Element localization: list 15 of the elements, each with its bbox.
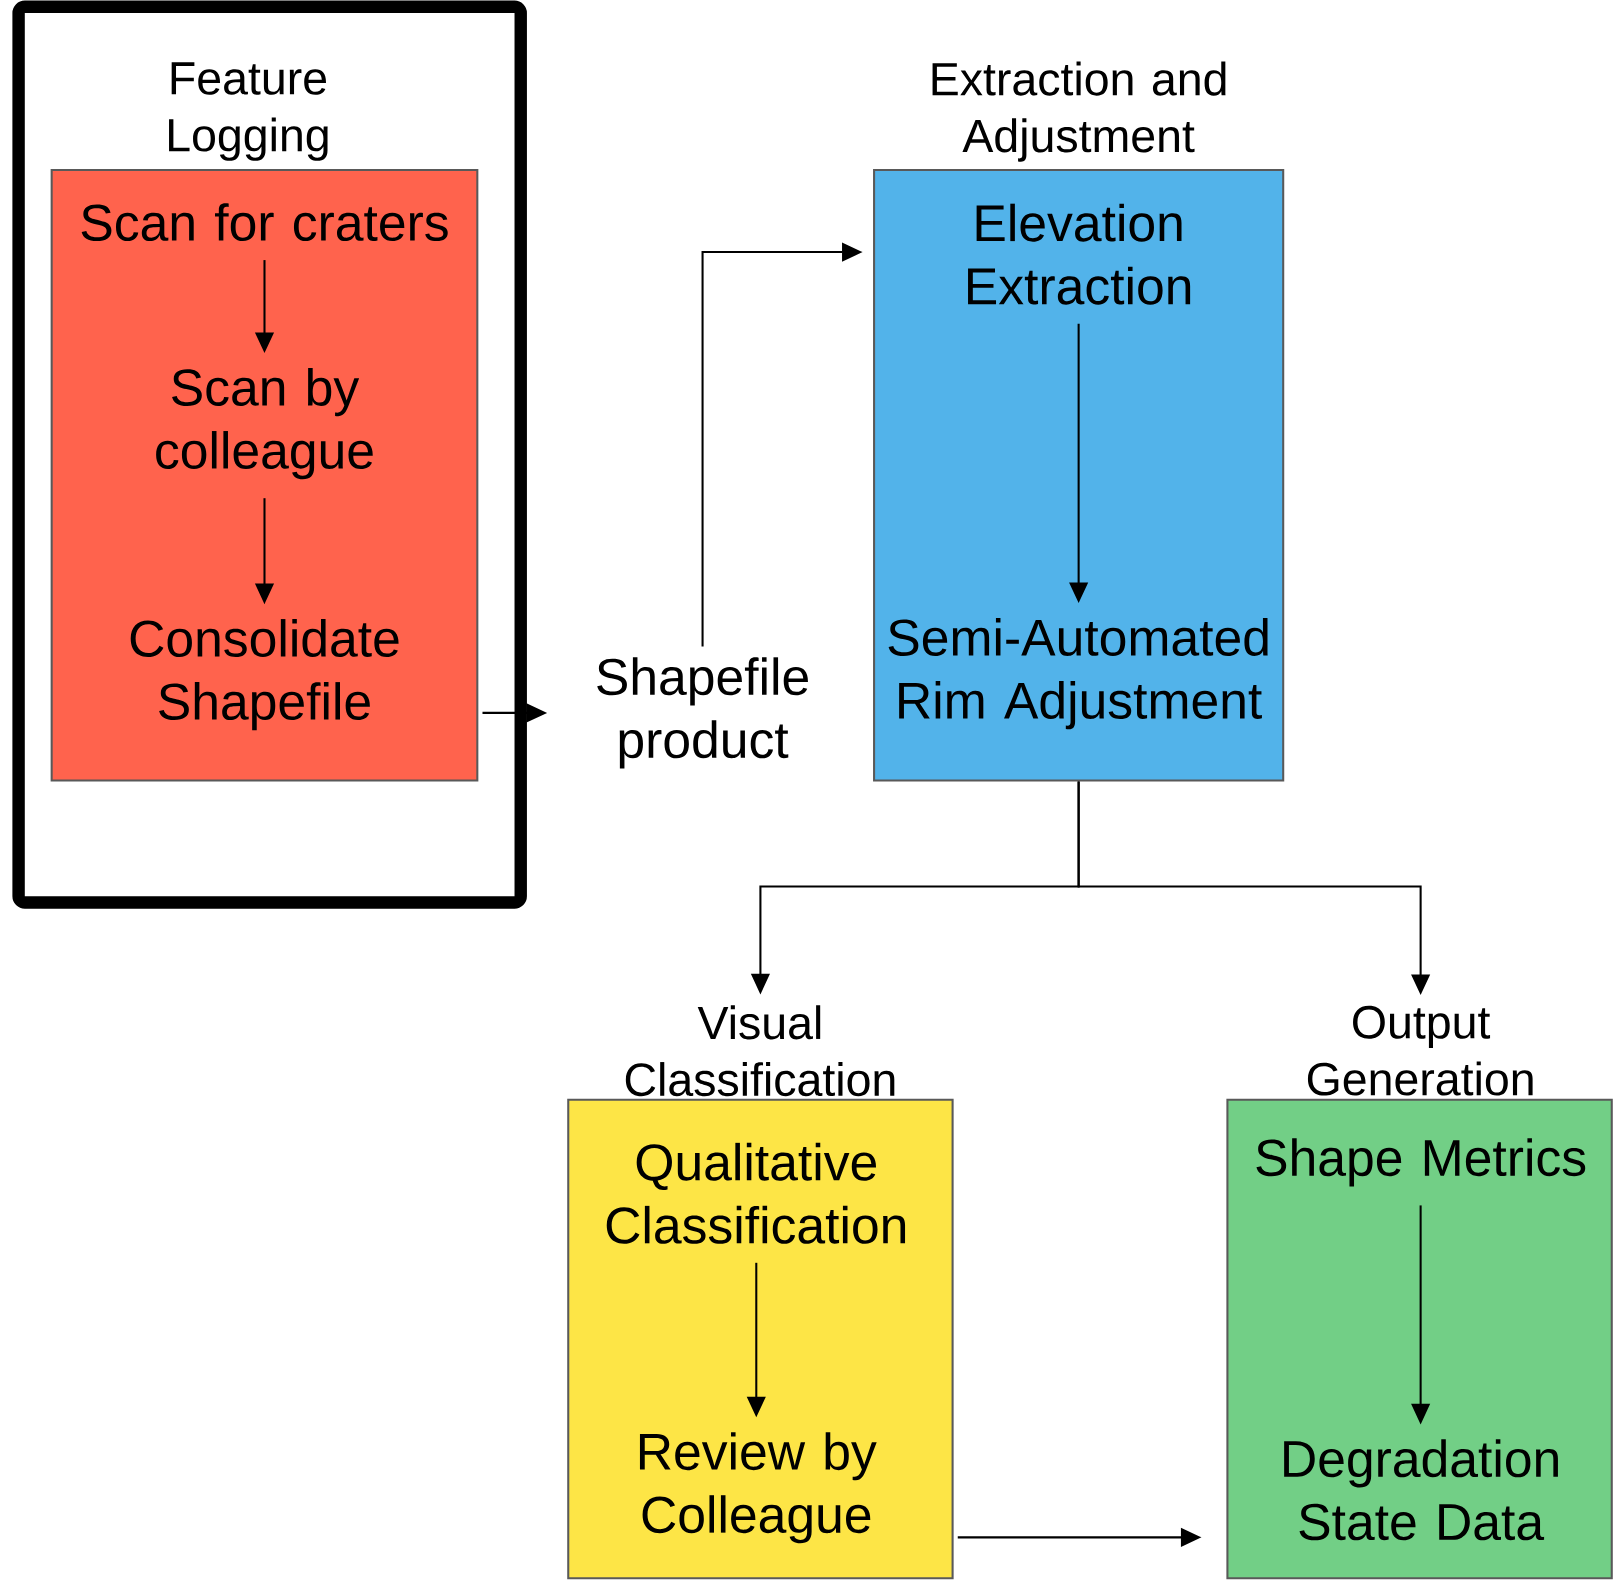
step-text: Scan by colleague	[156, 368, 373, 480]
step-text: Shape Metrics	[1256, 1138, 1586, 1187]
node-label: Extraction and Adjustment	[932, 61, 1226, 162]
step-text: Degradation State Data	[1284, 1439, 1558, 1541]
frame-box	[12, 0, 527, 909]
step-text: Consolidate Shapefile	[130, 619, 399, 731]
node-label: Feature Logging	[169, 62, 328, 161]
step-text: Scan for craters	[81, 203, 448, 242]
node-label: Visual Classification	[625, 1005, 895, 1097]
step-text: Shapefile product	[597, 657, 808, 769]
step-text: Qualitative Classification	[606, 1142, 906, 1244]
step-text: Semi-Automated Rim Adjustment	[888, 618, 1268, 730]
node-label: Output Generation	[1307, 1005, 1533, 1096]
step-text: Review by Colleague	[639, 1432, 877, 1544]
step-text: Elevation Extraction	[968, 203, 1191, 305]
